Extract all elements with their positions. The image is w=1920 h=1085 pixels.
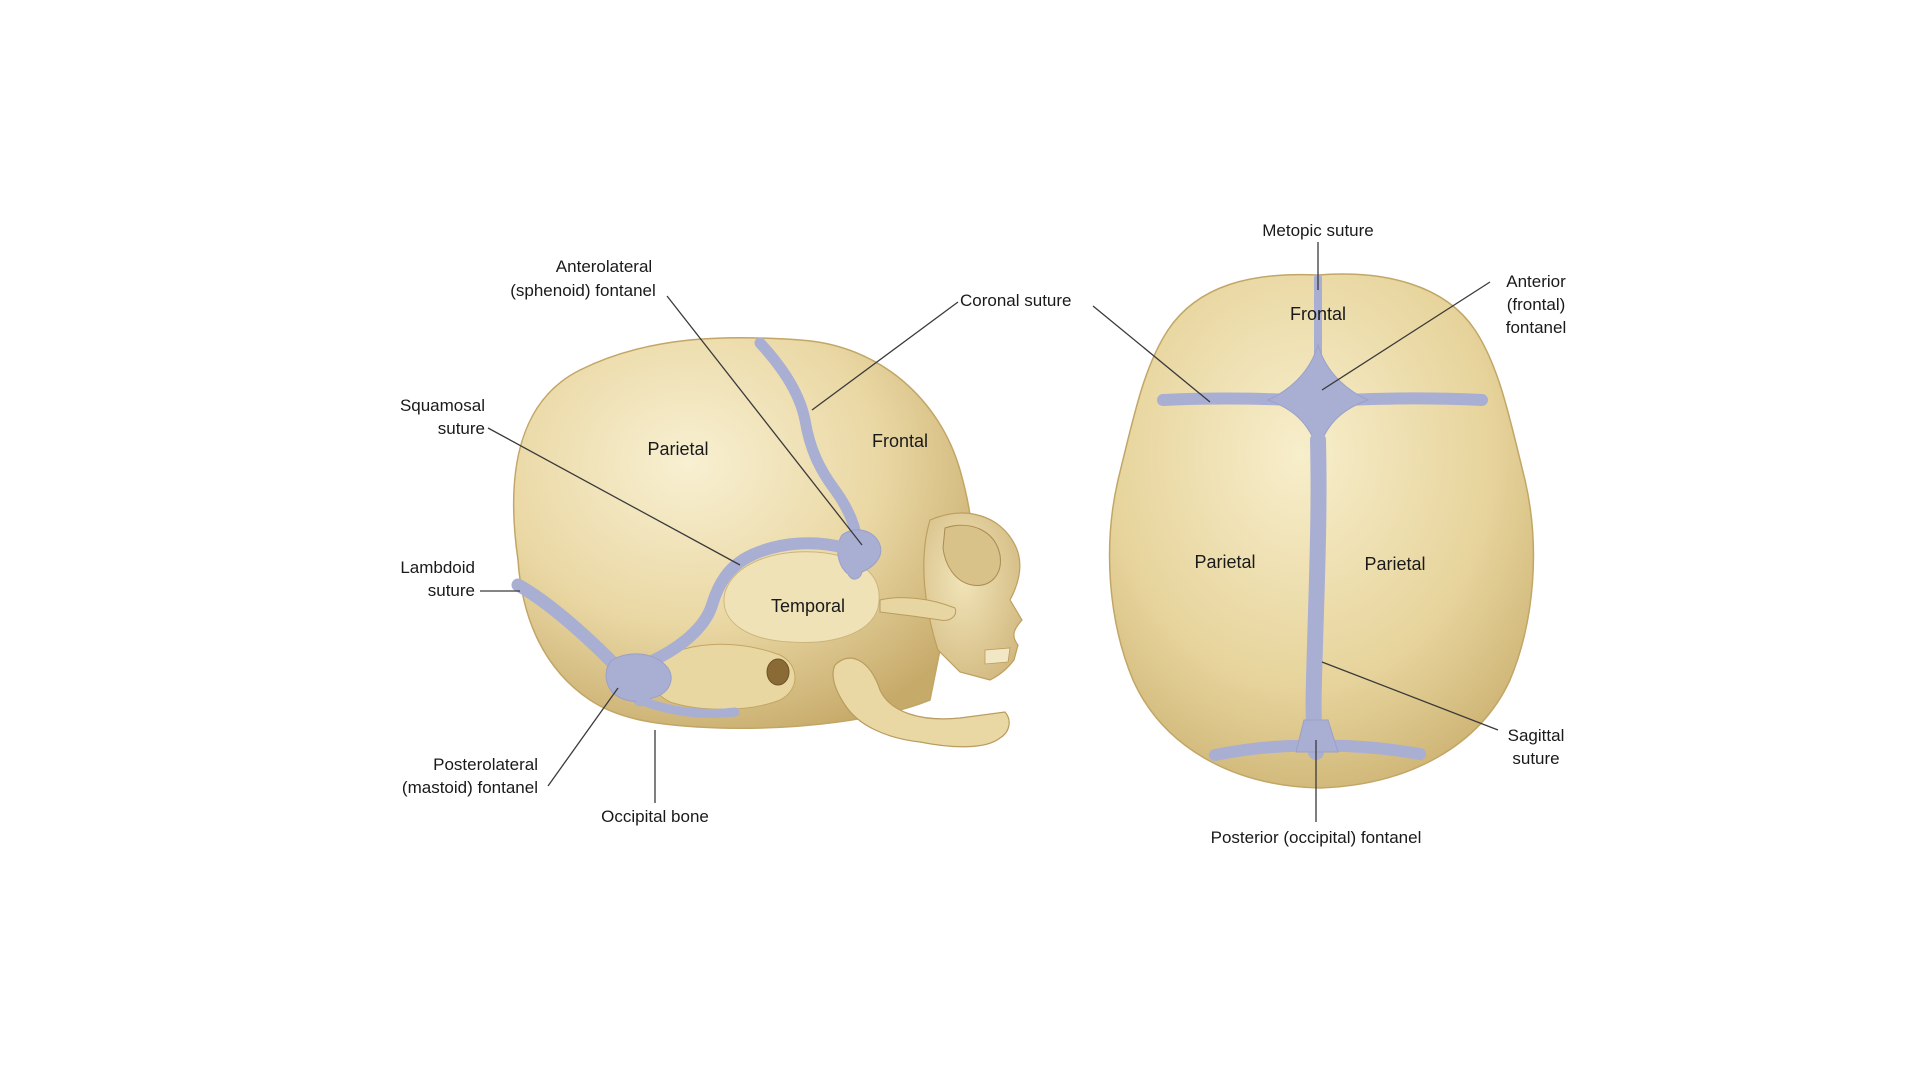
occipital-bone-label: Occipital bone (601, 807, 709, 826)
anterior-fontanel-label-line2: (frontal) (1507, 295, 1566, 314)
lambdoid-suture-label-line1: Lambdoid (400, 558, 475, 577)
superior-skull-view: Frontal Parietal Parietal Metopic suture… (1092, 221, 1567, 847)
coronal-suture-label: Coronal suture (960, 291, 1072, 310)
anterior-fontanel-label-line3: fontanel (1506, 318, 1567, 337)
lateral-temporal-label: Temporal (771, 596, 845, 616)
superior-parietal-left-label: Parietal (1194, 552, 1255, 572)
lateral-leader-lines (480, 295, 959, 803)
superior-sutures (1157, 274, 1488, 761)
posterolateral-fontanel-shape (605, 653, 672, 702)
lateral-sutures (511, 337, 882, 718)
posterior-fontanel-label: Posterior (occipital) fontanel (1211, 828, 1422, 847)
lateral-parietal-label: Parietal (647, 439, 708, 459)
lambdoid-suture-label-line2: suture (428, 581, 475, 600)
anterolateral-fontanel-shape (837, 529, 882, 580)
mastoid-region (650, 643, 796, 710)
sagittal-suture-label-line2: suture (1512, 749, 1559, 768)
posterior-fontanel-shape (1295, 719, 1339, 753)
posterolateral-fontanel-label-line1: Posterolateral (433, 755, 538, 774)
anterior-fontanel-label-line1: Anterior (1506, 272, 1566, 291)
sagittal-suture-label-line1: Sagittal (1508, 726, 1565, 745)
zygomatic-arch (879, 597, 957, 621)
lateral-frontal-label: Frontal (872, 431, 928, 451)
superior-parietal-right-label: Parietal (1364, 554, 1425, 574)
lateral-skull-view: Parietal Frontal Temporal Anterolateral … (400, 257, 1072, 826)
external-acoustic-meatus (766, 658, 790, 686)
superior-leader-lines (1092, 242, 1499, 822)
posterolateral-fontanel-label-line2: (mastoid) fontanel (402, 778, 538, 797)
squamosal-suture-label-line2: suture (438, 419, 485, 438)
teeth (984, 647, 1011, 665)
anterolateral-fontanel-label-line2: (sphenoid) fontanel (510, 281, 656, 300)
anterolateral-fontanel-label-line1: Anterolateral (556, 257, 652, 276)
mandible (832, 657, 1010, 748)
squamosal-suture-label-line1: Squamosal (400, 396, 485, 415)
temporal-bone-shape (723, 551, 880, 643)
metopic-suture-label: Metopic suture (1262, 221, 1374, 240)
orbit (942, 524, 1001, 586)
superior-frontal-label: Frontal (1290, 304, 1346, 324)
